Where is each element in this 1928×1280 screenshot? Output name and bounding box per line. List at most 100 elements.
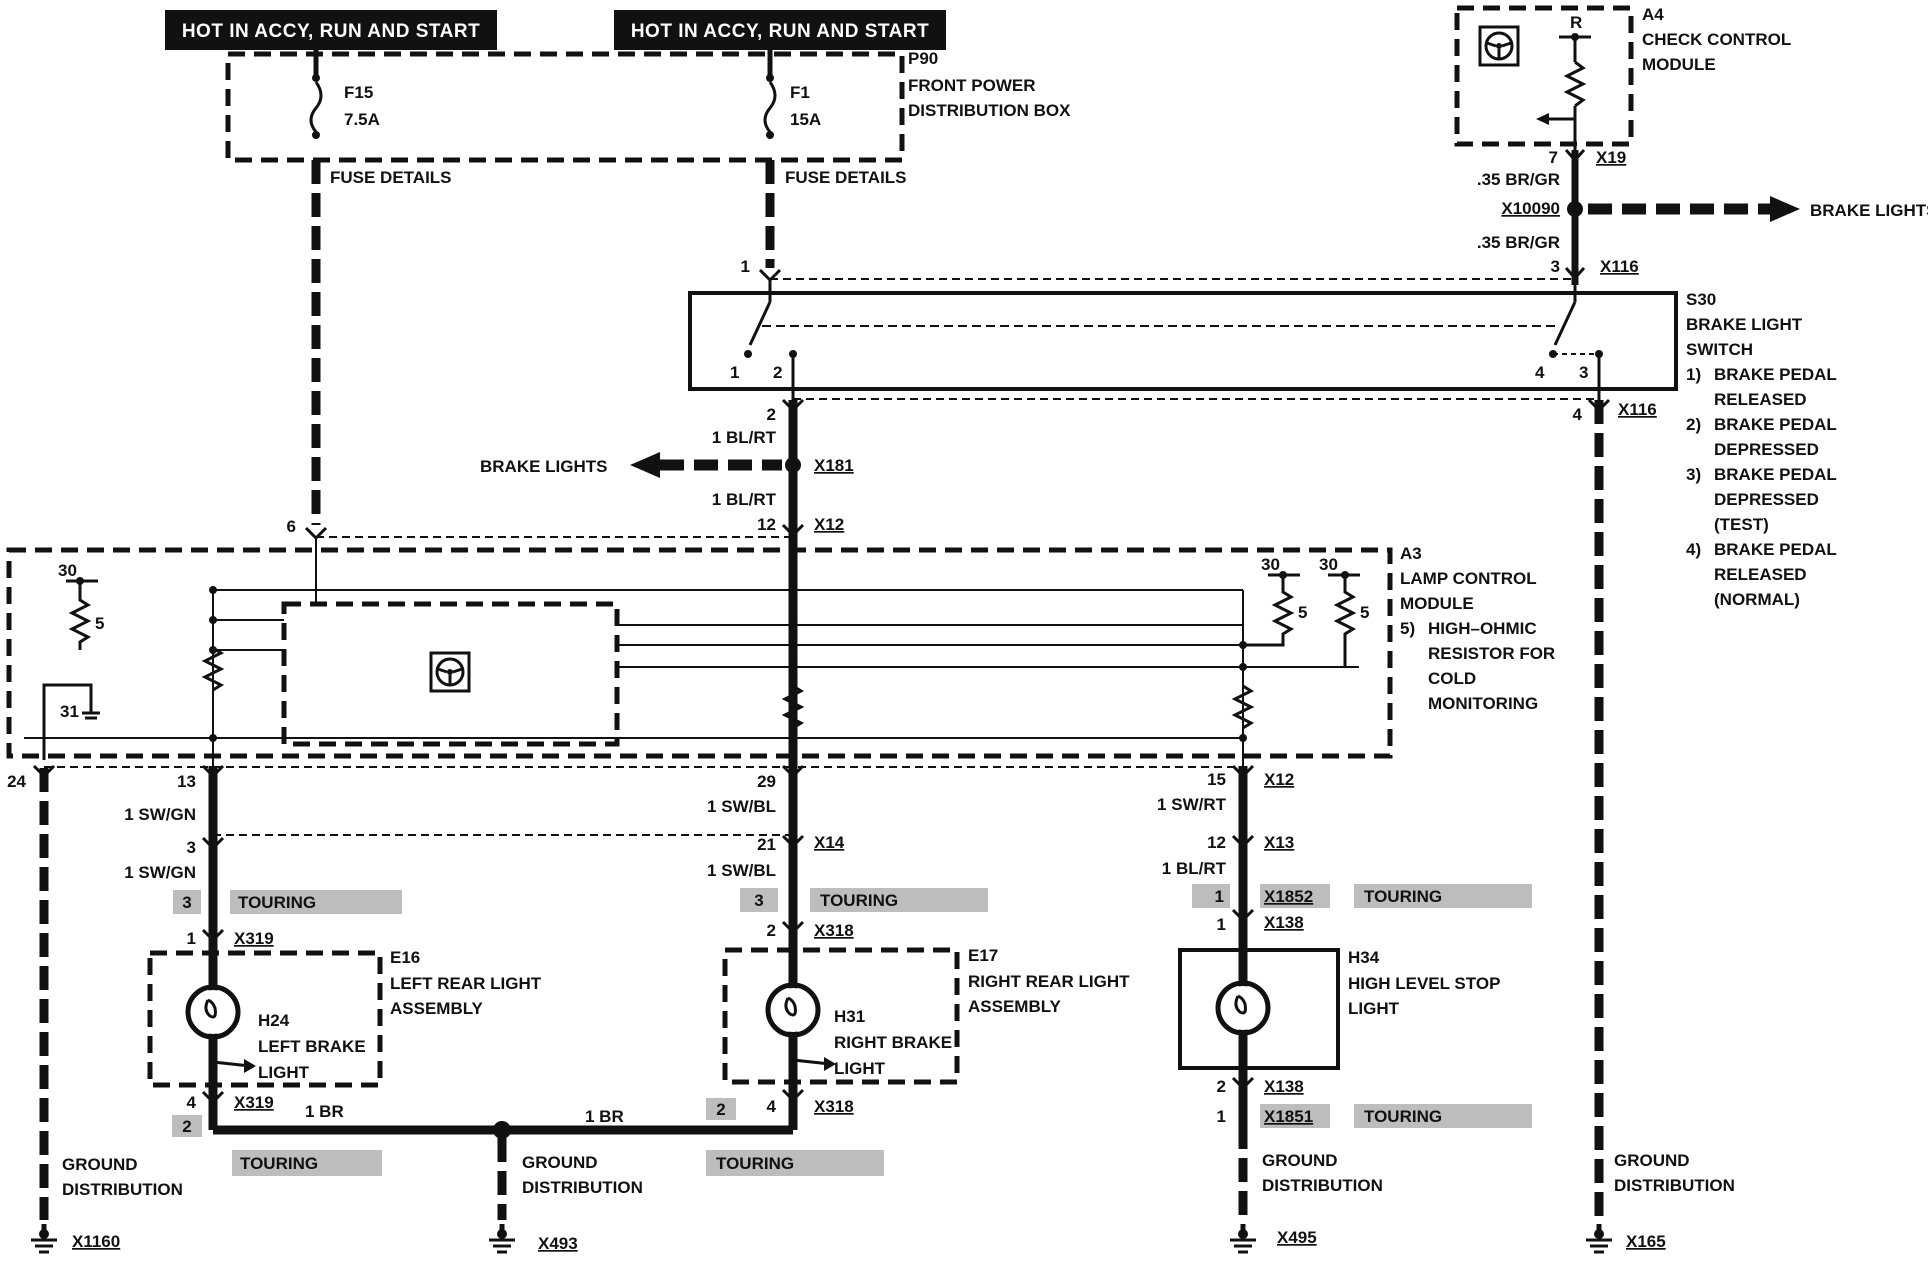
svg-text:TOURING: TOURING xyxy=(238,893,316,912)
svg-text:X12: X12 xyxy=(814,515,844,534)
svg-text:X319: X319 xyxy=(234,1093,274,1112)
svg-text:TOURING: TOURING xyxy=(820,891,898,910)
svg-text:1: 1 xyxy=(1217,1107,1226,1126)
svg-text:HOT IN ACCY, RUN AND START: HOT IN ACCY, RUN AND START xyxy=(631,21,929,42)
lamp-module-internal-wiring xyxy=(24,538,1359,775)
svg-text:(TEST): (TEST) xyxy=(1714,515,1769,534)
svg-text:4: 4 xyxy=(187,1093,197,1112)
svg-text:LIGHT: LIGHT xyxy=(1348,999,1400,1018)
svg-text:CHECK CONTROL: CHECK CONTROL xyxy=(1642,30,1791,49)
svg-text:X165: X165 xyxy=(1626,1232,1666,1251)
svg-text:13: 13 xyxy=(177,772,196,791)
brake-light-switch-s30: 1 2 4 3 S30 BRAKE LIGHT SWITCH xyxy=(688,280,1803,400)
lamp-module-ground: 31 xyxy=(42,683,100,760)
svg-text:31: 31 xyxy=(60,702,79,721)
svg-text:3: 3 xyxy=(1551,257,1560,276)
svg-text:COLD: COLD xyxy=(1428,669,1476,688)
switch-output-right: 4 X116 xyxy=(1573,398,1657,1220)
svg-text:GROUND: GROUND xyxy=(1614,1151,1690,1170)
svg-text:DISTRIBUTION: DISTRIBUTION xyxy=(1614,1176,1735,1195)
svg-text:1: 1 xyxy=(1217,915,1226,934)
feed-wire-f1: 1 xyxy=(741,160,782,283)
svg-text:(NORMAL): (NORMAL) xyxy=(1714,590,1800,609)
svg-text:X116: X116 xyxy=(1618,400,1657,419)
svg-text:HIGH–OHMIC: HIGH–OHMIC xyxy=(1428,619,1537,638)
svg-text:RIGHT REAR LIGHT: RIGHT REAR LIGHT xyxy=(968,972,1130,991)
svg-text:1 BL/RT: 1 BL/RT xyxy=(712,428,777,447)
svg-text:5: 5 xyxy=(1298,603,1307,622)
svg-text:X138: X138 xyxy=(1264,913,1304,932)
svg-text:GROUND: GROUND xyxy=(1262,1151,1338,1170)
high-level-stop-light-branch: 15 X12 1 SW/RT 12 X13 1 BL/RT 1 X1852 TO… xyxy=(1157,764,1532,1252)
svg-text:RIGHT BRAKE: RIGHT BRAKE xyxy=(834,1033,952,1052)
svg-text:24: 24 xyxy=(7,772,26,791)
svg-text:2): 2) xyxy=(1686,415,1701,434)
svg-text:12: 12 xyxy=(1207,833,1226,852)
svg-text:4: 4 xyxy=(1573,405,1583,424)
svg-text:X14: X14 xyxy=(814,833,845,852)
svg-text:X318: X318 xyxy=(814,1097,854,1116)
svg-text:FUSE DETAILS: FUSE DETAILS xyxy=(330,168,452,187)
ground-x165: GROUND DISTRIBUTION X165 xyxy=(1586,1151,1735,1252)
svg-text:4): 4) xyxy=(1686,540,1701,559)
svg-text:1: 1 xyxy=(187,929,196,948)
steering-wheel-icon xyxy=(1478,25,1520,67)
svg-text:R: R xyxy=(1570,13,1582,32)
brake-switch-notes: 1) BRAKE PEDAL RELEASED 2) BRAKE PEDAL D… xyxy=(1686,365,1837,609)
power-label-left: HOT IN ACCY, RUN AND START xyxy=(165,10,497,50)
svg-text:2: 2 xyxy=(1217,1077,1226,1096)
svg-text:S30: S30 xyxy=(1686,290,1716,309)
svg-text:1 BR: 1 BR xyxy=(585,1107,624,1126)
svg-text:BRAKE PEDAL: BRAKE PEDAL xyxy=(1714,415,1837,434)
lamp-control-module-a3: A3 LAMP CONTROL MODULE 5) HIGH–OHMIC RES… xyxy=(6,544,1555,759)
svg-text:LEFT BRAKE: LEFT BRAKE xyxy=(258,1037,366,1056)
svg-text:1): 1) xyxy=(1686,365,1701,384)
svg-text:DISTRIBUTION BOX: DISTRIBUTION BOX xyxy=(908,101,1071,120)
svg-text:1 BR: 1 BR xyxy=(305,1102,344,1121)
svg-text:BRAKE PEDAL: BRAKE PEDAL xyxy=(1714,365,1837,384)
svg-text:X318: X318 xyxy=(814,921,854,940)
svg-text:1: 1 xyxy=(1215,887,1224,906)
svg-text:E17: E17 xyxy=(968,946,998,965)
svg-text:X138: X138 xyxy=(1264,1077,1304,1096)
svg-text:X181: X181 xyxy=(814,456,854,475)
svg-text:21: 21 xyxy=(757,835,776,854)
feed-wire-f15: 6 xyxy=(287,160,328,541)
svg-text:5: 5 xyxy=(1360,603,1369,622)
svg-text:30: 30 xyxy=(1319,555,1338,574)
svg-text:A3: A3 xyxy=(1400,544,1422,563)
steering-wheel-icon xyxy=(429,651,471,693)
svg-text:X19: X19 xyxy=(1596,148,1626,167)
svg-text:RESISTOR FOR: RESISTOR FOR xyxy=(1428,644,1555,663)
svg-text:1 SW/GN: 1 SW/GN xyxy=(124,805,196,824)
svg-text:H24: H24 xyxy=(258,1011,290,1030)
svg-text:BRAKE LIGHTS: BRAKE LIGHTS xyxy=(480,457,608,476)
cold-monitoring-resistors: 30 5 30 5 30 5 xyxy=(58,555,1369,667)
svg-text:RELEASED: RELEASED xyxy=(1714,390,1807,409)
check-control-wiring: 7 X19 .35 BR/GR X10090 BRAKE LIGHTS .35 … xyxy=(1477,148,1928,285)
svg-text:1 SW/BL: 1 SW/BL xyxy=(707,797,776,816)
svg-text:F15: F15 xyxy=(344,83,373,102)
svg-text:29: 29 xyxy=(757,772,776,791)
svg-text:X495: X495 xyxy=(1277,1228,1317,1247)
svg-text:H31: H31 xyxy=(834,1007,865,1026)
svg-text:BRAKE PEDAL: BRAKE PEDAL xyxy=(1714,465,1837,484)
fuse-f15: F15 7.5A FUSE DETAILS xyxy=(309,50,452,187)
svg-text:7.5A: 7.5A xyxy=(344,110,380,129)
ground-bus-x493: GROUND DISTRIBUTION X493 xyxy=(213,1121,793,1253)
svg-text:1: 1 xyxy=(730,363,739,382)
svg-text:DISTRIBUTION: DISTRIBUTION xyxy=(62,1180,183,1199)
svg-text:X319: X319 xyxy=(234,929,274,948)
svg-text:BRAKE LIGHT: BRAKE LIGHT xyxy=(1686,315,1803,334)
svg-text:TOURING: TOURING xyxy=(716,1154,794,1173)
svg-text:1 SW/RT: 1 SW/RT xyxy=(1157,795,1227,814)
svg-text:TOURING: TOURING xyxy=(1364,887,1442,906)
svg-text:H34: H34 xyxy=(1348,948,1380,967)
svg-text:5): 5) xyxy=(1400,619,1415,638)
svg-text:RELEASED: RELEASED xyxy=(1714,565,1807,584)
svg-text:X1160: X1160 xyxy=(72,1232,120,1251)
svg-text:6: 6 xyxy=(287,517,296,536)
svg-text:SWITCH: SWITCH xyxy=(1686,340,1753,359)
svg-text:4: 4 xyxy=(767,1097,777,1116)
